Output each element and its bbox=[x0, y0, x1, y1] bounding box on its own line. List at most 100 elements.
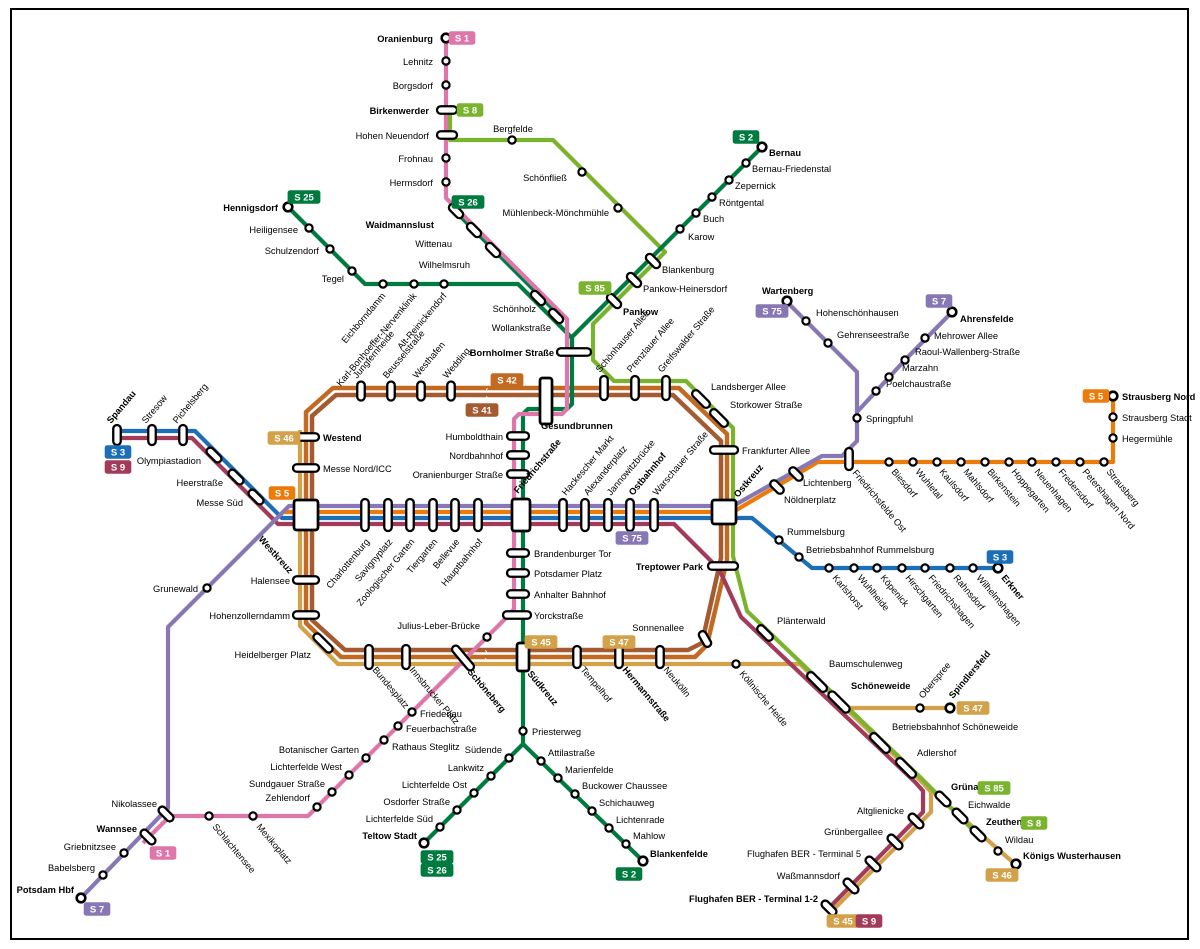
line-badge-s-2-629: S 2 bbox=[615, 867, 643, 881]
station-mahlow-marker bbox=[621, 839, 631, 849]
station-frohnau-marker bbox=[441, 153, 451, 163]
line-badge-text: S 5 bbox=[1089, 391, 1104, 402]
station-neuk-lln-marker bbox=[655, 644, 665, 670]
station-ahrensfelde-marker bbox=[946, 306, 958, 318]
station-bornholmer-stra-e-marker bbox=[555, 347, 593, 357]
station-label-springpfuhl: Springpfuhl bbox=[866, 414, 913, 424]
station-halensee-marker bbox=[291, 575, 321, 585]
line-badge-s-2-746: S 2 bbox=[732, 130, 760, 144]
line-badge-s-75-632: S 75 bbox=[615, 531, 649, 545]
station-wildau-marker bbox=[993, 846, 1003, 856]
line-badge-box bbox=[490, 373, 524, 387]
station-label-lichterfelde-s-d: Lichterfelde Süd bbox=[366, 814, 433, 824]
line-badge-s-45-843: S 45 bbox=[826, 914, 860, 928]
line-tan-airport bbox=[829, 782, 934, 914]
station-friedenau-marker bbox=[407, 707, 417, 717]
station-label-blankenburg: Blankenburg bbox=[662, 265, 714, 275]
station-prenzlauer-allee-marker bbox=[630, 374, 640, 402]
station-label-gr-nau: Grünau bbox=[951, 782, 984, 792]
station-friedrichsfelde-ost-marker bbox=[844, 446, 854, 472]
line-badge-text: S 75 bbox=[622, 533, 642, 544]
station-label-s-dende: Südende bbox=[465, 745, 502, 755]
station-warschauer-stra-e-marker bbox=[649, 497, 659, 533]
station-birkenwerder-marker bbox=[435, 105, 459, 115]
station-label-treptower-park: Treptower Park bbox=[636, 562, 704, 572]
station-label-teltow-stadt: Teltow Stadt bbox=[362, 831, 417, 841]
line-badge-text: S 45 bbox=[531, 637, 551, 648]
station-wedding-marker bbox=[446, 380, 456, 402]
line-badge-text: S 1 bbox=[455, 33, 470, 44]
station-hauptbahnhof-marker bbox=[473, 497, 483, 533]
station-label-heiligensee: Heiligensee bbox=[249, 225, 298, 235]
station-eichwalde-marker bbox=[951, 807, 969, 825]
station-sch-nhauser-allee-marker bbox=[599, 374, 609, 402]
station-lichtenberg-marker bbox=[788, 466, 804, 482]
station-label-wilhelmsruh: Wilhelmsruh bbox=[419, 260, 470, 270]
station-label-halensee: Halensee bbox=[251, 576, 290, 586]
station-tegel-marker bbox=[347, 266, 357, 276]
line-badge-text: S 7 bbox=[90, 904, 104, 915]
station-r-ntgental-marker bbox=[707, 192, 717, 202]
station-birkenstein-marker bbox=[980, 457, 990, 467]
line-badge-s-1-163: S 1 bbox=[149, 846, 177, 860]
station-storkower-stra-e-marker bbox=[708, 407, 730, 429]
station-s-dende-marker bbox=[504, 753, 514, 763]
station-label-storkower-stra-e: Storkower Straße bbox=[730, 400, 802, 410]
station-label-adlershof: Adlershof bbox=[917, 748, 957, 758]
station-rathaus-steglitz-marker bbox=[379, 735, 389, 745]
station-label-marienfelde: Marienfelde bbox=[565, 765, 614, 775]
station-schulzendorf-marker bbox=[325, 244, 335, 254]
line-badge-s-46-284: S 46 bbox=[267, 431, 301, 445]
line-badge-s-3-1000: S 3 bbox=[986, 550, 1014, 564]
station-potsdamer-platz-marker bbox=[505, 568, 531, 578]
line-badge-box bbox=[448, 31, 476, 45]
station-label-wildau: Wildau bbox=[1005, 835, 1033, 845]
station-label-mehrower-allee: Mehrower Allee bbox=[934, 331, 998, 341]
station-label-nikolassee: Nikolassee bbox=[112, 799, 157, 809]
station-sch-neberg-marker bbox=[450, 644, 476, 672]
station-wuhlheide-marker bbox=[849, 563, 859, 573]
line-badge-box bbox=[524, 635, 558, 649]
station-erkner-marker bbox=[992, 562, 1004, 574]
station-rahnsdorf-marker bbox=[945, 563, 955, 573]
line-badge-s-8-1034: S 8 bbox=[1020, 816, 1048, 830]
station-label-hennigsdorf: Hennigsdorf bbox=[223, 203, 279, 213]
station-label-lankwitz: Lankwitz bbox=[448, 763, 485, 773]
line-badge-text: S 5 bbox=[275, 488, 290, 499]
station-wollankstra-e-marker bbox=[547, 307, 565, 325]
station-flughafen-ber-terminal-5-marker bbox=[864, 855, 882, 873]
station-bernau-marker bbox=[756, 141, 768, 153]
station-teltow-stadt-marker bbox=[418, 837, 430, 849]
direction-chevron: › bbox=[486, 393, 489, 402]
station-sonnenallee-marker bbox=[697, 629, 713, 649]
line-badge-s-26-437: S 26 bbox=[420, 863, 454, 877]
station-petershagen-nord-marker bbox=[1075, 457, 1085, 467]
line-badge-text: S 7 bbox=[932, 296, 946, 307]
station-raoul-wallenberg-stra-e-marker bbox=[900, 355, 910, 365]
line-badge-box bbox=[1020, 816, 1048, 830]
station-label-westend: Westend bbox=[323, 433, 362, 443]
station-marienfelde-marker bbox=[553, 773, 563, 783]
station-wilhelmsruh-marker bbox=[484, 241, 502, 259]
station-poelchaustra-e-marker bbox=[871, 386, 881, 396]
direction-chevron: › bbox=[485, 647, 488, 656]
station-label-heerstra-e: Heerstraße bbox=[177, 478, 224, 488]
station-gehrenseestra-e-marker bbox=[823, 338, 833, 348]
line-badge-box bbox=[985, 868, 1019, 882]
station-nikolassee-marker bbox=[157, 805, 175, 823]
station-neuenhagen-marker bbox=[1027, 457, 1037, 467]
station-hennigsdorf-marker bbox=[282, 201, 294, 213]
line-badge-text: S 41 bbox=[472, 405, 492, 416]
line-badge-box bbox=[267, 431, 301, 445]
station-baumschulenweg-marker bbox=[805, 670, 829, 694]
line-badge-s-45-541: S 45 bbox=[524, 635, 558, 649]
station-schichauweg-marker bbox=[587, 806, 597, 816]
station-oberspree-marker bbox=[915, 703, 925, 713]
station-label-raoul-wallenberg-stra-e: Raoul-Wallenberg-Straße bbox=[915, 347, 1020, 357]
station-label-bornholmer-stra-e: Bornholmer Straße bbox=[470, 348, 554, 358]
station-jannowitzbr-cke-marker bbox=[603, 497, 613, 533]
station-label-sonnenallee: Sonnenallee bbox=[632, 623, 684, 633]
line-badge-s-46-1002: S 46 bbox=[985, 868, 1019, 882]
station-innsbrucker-platz-marker bbox=[401, 643, 411, 671]
station-springpfuhl-marker bbox=[852, 413, 862, 423]
